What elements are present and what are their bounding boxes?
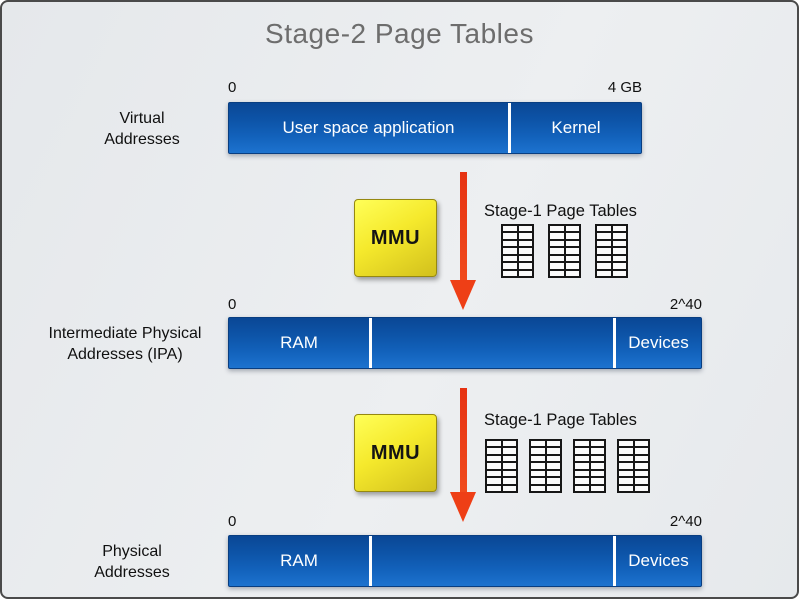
translation-arrow-shaft <box>460 172 467 280</box>
segment-unmapped <box>372 536 613 586</box>
scale-start: 0 <box>228 79 237 96</box>
page-table-icon <box>529 439 562 493</box>
segment-divider <box>508 103 511 153</box>
scale-end: 2^40 <box>669 513 702 530</box>
translation-arrow-head <box>450 492 476 522</box>
segment-devices: Devices <box>628 333 689 352</box>
scale-start: 0 <box>228 513 237 530</box>
page-table-icon <box>501 224 534 278</box>
ipa-addresses-label: Intermediate Physical Addresses (IPA) <box>48 325 202 364</box>
page-table-icon <box>595 224 628 278</box>
page-table-icon <box>617 439 650 493</box>
segment-divider <box>369 318 372 368</box>
segment-ram: RAM <box>280 551 318 570</box>
segment-kernel: Kernel <box>551 118 601 137</box>
physical-address-bar: RAM Devices <box>228 535 702 587</box>
page-table-icon-group <box>485 439 650 493</box>
page-table-icon <box>485 439 518 493</box>
scale-end: 2^40 <box>669 296 702 313</box>
ipa-address-scale: 0 2^40 <box>228 296 702 313</box>
translation-arrow-shaft <box>460 388 467 492</box>
page-table-icon <box>573 439 606 493</box>
virtual-address-scale: 0 4 GB <box>228 79 642 96</box>
ipa-address-bar: RAM Devices <box>228 317 702 369</box>
scale-start: 0 <box>228 296 237 313</box>
segment-devices: Devices <box>628 551 689 570</box>
segment-ram: RAM <box>280 333 318 352</box>
segment-divider <box>613 318 616 368</box>
segment-divider <box>369 536 372 586</box>
page-table-icon <box>548 224 581 278</box>
physical-address-scale: 0 2^40 <box>228 513 702 530</box>
segment-unmapped <box>372 318 613 368</box>
translation-arrow-head <box>450 280 476 310</box>
stage1-page-tables-label: Stage-1 Page Tables <box>484 411 637 429</box>
mmu-box: MMU <box>354 414 437 492</box>
physical-addresses-label: Physical Addresses <box>94 543 170 582</box>
scale-end: 4 GB <box>607 79 642 96</box>
virtual-address-bar: User space application Kernel <box>228 102 642 154</box>
page-table-icon-group <box>501 224 628 278</box>
virtual-addresses-label: Virtual Addresses <box>104 110 180 149</box>
stage1-page-tables-label: Stage-1 Page Tables <box>484 202 637 220</box>
segment-user-space: User space application <box>282 118 455 137</box>
segment-divider <box>613 536 616 586</box>
slide-title: Stage-2 Page Tables <box>265 18 534 49</box>
mmu-box: MMU <box>354 199 437 277</box>
